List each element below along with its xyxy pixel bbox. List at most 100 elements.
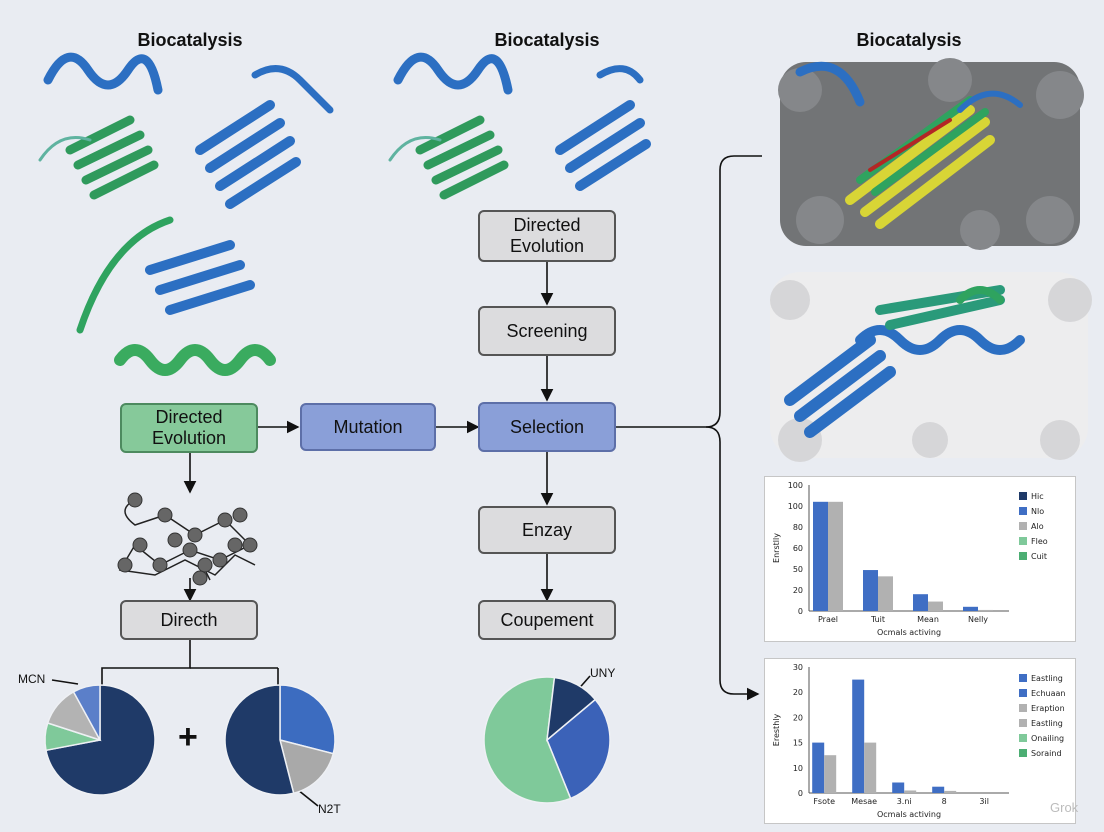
chart1-bar-0-0 <box>812 742 825 793</box>
chart1-x-tick-3: 8 <box>942 797 947 806</box>
chart1-legend-label-4: Onailing <box>1031 734 1064 743</box>
chart1-y-tick-1: 10 <box>793 764 803 773</box>
chart1-legend-swatch-5 <box>1019 749 1027 757</box>
chart1-bar-1-0 <box>852 679 865 793</box>
pie-chart-left <box>44 684 156 796</box>
chart0-bar-3-0 <box>963 606 978 611</box>
protein-surface-dark <box>778 58 1084 250</box>
directh-split-line <box>101 640 191 686</box>
directed-evolution-box-left: Directed Evolution <box>120 403 258 453</box>
directed-evolution-left-line1: Directed <box>155 407 223 427</box>
chart1-legend-label-1: Echuaan <box>1031 689 1065 698</box>
chart1-legend-swatch-0 <box>1019 674 1027 682</box>
chart0-bar-1-1 <box>878 576 893 611</box>
protein-surface-light <box>770 272 1092 462</box>
chart0-bar-3-1 <box>978 609 993 611</box>
pie-right-slice-0 <box>279 684 336 755</box>
chart1-legend-swatch-2 <box>1019 704 1027 712</box>
chart1-legend-swatch-4 <box>1019 734 1027 742</box>
title-left: Biocatalysis <box>137 30 243 50</box>
chart1-x-tick-0: Fsote <box>813 797 835 806</box>
chart0-legend-label-0: Hic <box>1031 492 1044 501</box>
chart1-legend-label-2: Eraption <box>1031 704 1065 713</box>
chart0-bar-2-1 <box>928 601 943 611</box>
chart0-bar-1-0 <box>863 570 878 611</box>
chart1-y-tick-5: 30 <box>793 663 803 672</box>
chart1-y-label: Eresthly <box>772 714 781 747</box>
chart1-bar-0-1 <box>824 755 837 793</box>
chart0-y-tick-1: 20 <box>793 586 803 595</box>
title-right: Biocatalysis <box>856 30 962 50</box>
chart0-y-tick-3: 60 <box>793 544 803 553</box>
label-pointer-mcn <box>51 679 79 685</box>
label-pointer-n2t <box>297 789 319 807</box>
chart1-x-tick-1: Mesae <box>851 797 877 806</box>
mutation-box: Mutation <box>300 403 436 451</box>
chart0-y-tick-4: 80 <box>793 523 803 532</box>
chart0-legend-label-3: Fleo <box>1031 537 1048 546</box>
chart0-legend-swatch-4 <box>1019 552 1027 560</box>
chart1-y-tick-0: 0 <box>798 789 803 798</box>
chart0-legend-swatch-1 <box>1019 507 1027 515</box>
screening-box: Screening <box>478 306 616 356</box>
chart1-bar-1-1 <box>864 742 877 793</box>
directed-evolution-left-line2: Evolution <box>151 428 227 448</box>
coupement-box: Coupement <box>478 600 616 640</box>
chart1-legend-label-3: Eastling <box>1031 719 1063 728</box>
watermark-text: Grok <box>1050 800 1079 815</box>
chart0-bar-0-1 <box>828 501 843 611</box>
chart0-x-tick-2: Mean <box>917 615 939 624</box>
chart1-x-tick-2: 3.ni <box>897 797 912 806</box>
pie-right-slice-1 <box>278 738 335 795</box>
chart1-legend-swatch-3 <box>1019 719 1027 727</box>
chart0-y-tick-6: 100 <box>788 481 803 490</box>
chart1-y-tick-3: 20 <box>793 713 803 722</box>
chart1-legend-swatch-1 <box>1019 689 1027 697</box>
chart1-bar-3-0 <box>932 786 945 793</box>
pie-left-slice-3 <box>72 684 101 741</box>
chart0-legend-swatch-2 <box>1019 522 1027 530</box>
chart1-legend-label-0: Eastling <box>1031 674 1063 683</box>
protein-structure-middle <box>388 52 651 200</box>
chart0-legend-swatch-3 <box>1019 537 1027 545</box>
pie-right-slice-2 <box>224 684 295 796</box>
pie-label-mcn: MCN <box>18 672 46 686</box>
chart0-y-tick-0: 0 <box>798 607 803 616</box>
directed-evolution-box-middle: Directed Evolution <box>478 210 616 262</box>
chart0-legend-label-4: Cuit <box>1031 552 1047 561</box>
chart0-bar-2-0 <box>913 594 928 611</box>
branch-line <box>616 155 762 428</box>
selection-box: Selection <box>478 402 616 452</box>
chart0-legend-label-1: Nlo <box>1031 507 1044 516</box>
pie-chart-middle <box>483 676 611 804</box>
chart0-x-label: Ocmals activing <box>877 628 941 637</box>
protein-structure-left-2 <box>76 216 276 376</box>
enzay-box: Enzay <box>478 506 616 554</box>
chart0-x-tick-1: Tuit <box>870 615 885 624</box>
pie-chart-right <box>224 684 336 796</box>
molecule-chain-icon <box>117 492 258 586</box>
directh-box: Directh <box>120 600 258 640</box>
chart1-bar-2-1 <box>904 790 917 793</box>
chart1-bar-3-1 <box>944 790 957 793</box>
chart1-bar-2-0 <box>892 782 905 793</box>
pie-label-n2t: N2T <box>318 802 341 816</box>
title-middle: Biocatalysis <box>494 30 600 50</box>
pie-mid-slice-1 <box>483 676 572 804</box>
directed-evolution-mid-line1: Directed <box>513 215 581 235</box>
chart0-legend-label-2: Alo <box>1031 522 1044 531</box>
chart1-y-tick-4: 20 <box>793 688 803 697</box>
plus-sign: + <box>178 718 198 756</box>
pie-mid-slice-2 <box>546 676 597 742</box>
directed-evolution-mid-line2: Evolution <box>509 236 585 256</box>
chart0-x-tick-3: Nelly <box>968 615 988 624</box>
chart0-y-label: Enrstlly <box>772 533 781 563</box>
pie-mid-slice-0 <box>546 698 611 800</box>
chart0-y-tick-5: 100 <box>788 502 803 511</box>
protein-structure-left-1 <box>38 52 334 209</box>
